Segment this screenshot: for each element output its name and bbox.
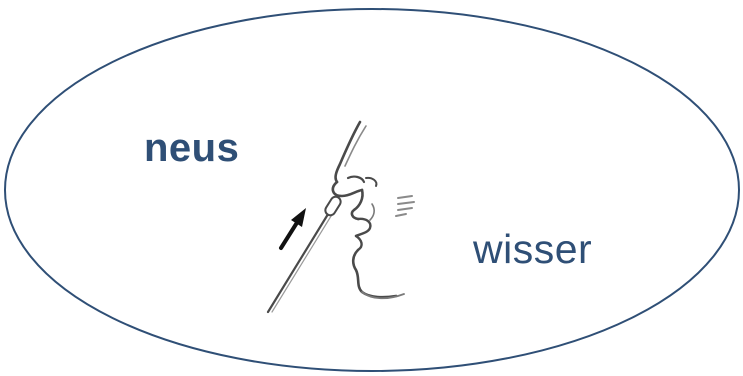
swab-label: wisser [473,229,592,270]
nose-label: neus [144,128,239,168]
ellipse-border [5,9,739,371]
